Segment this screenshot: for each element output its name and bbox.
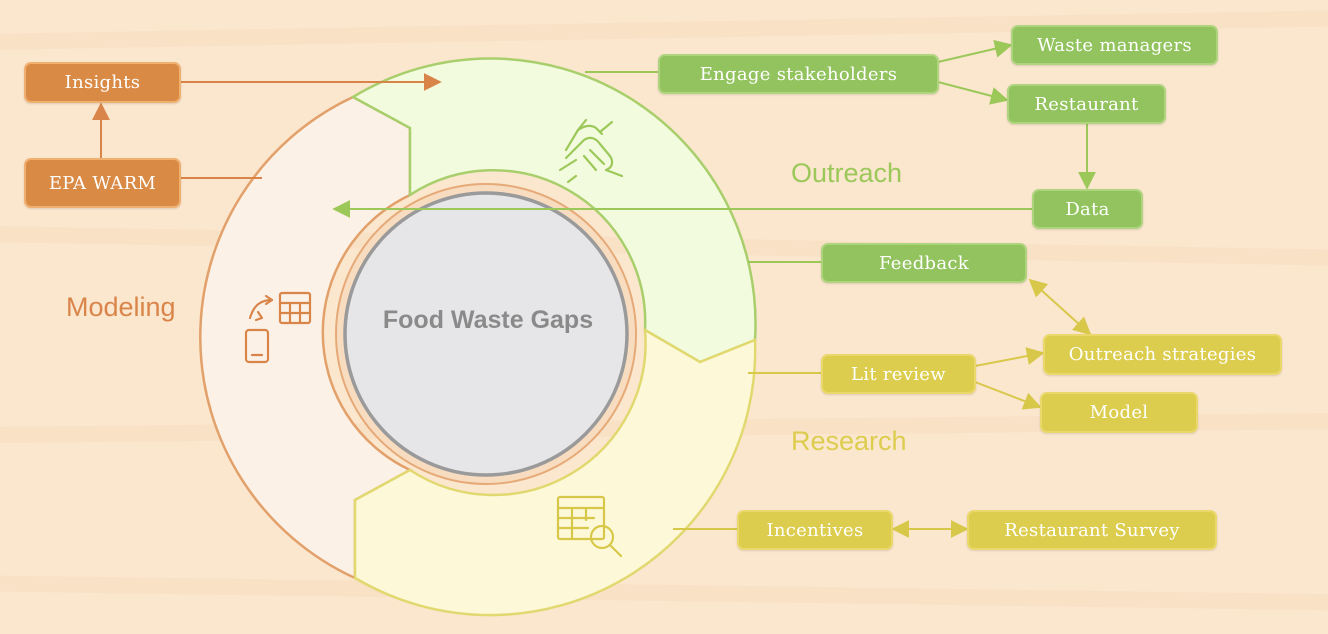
research-segment <box>353 327 757 617</box>
connector-feedback-strategies <box>1028 278 1092 336</box>
node-lit-review: Lit review <box>821 354 976 394</box>
table-search-icon <box>556 495 623 558</box>
node-epa-warm: EPA WARM <box>24 158 181 208</box>
center-circle <box>343 191 629 477</box>
node-outreach-strategies: Outreach strategies <box>1043 334 1282 375</box>
center-title: Food Waste Gaps <box>382 306 594 334</box>
node-model: Model <box>1040 392 1198 433</box>
connector-litreview-to-model <box>974 381 1042 410</box>
connector-litreview-to-strategies <box>974 347 1045 367</box>
section-label-outreach: Outreach <box>791 158 903 188</box>
outreach-segment <box>350 57 757 364</box>
node-data: Data <box>1032 189 1143 229</box>
modeling-segment <box>199 95 413 580</box>
node-incentives: Incentives <box>737 510 893 550</box>
node-restaurant-survey: Restaurant Survey <box>967 510 1217 550</box>
node-insights: Insights <box>24 62 181 103</box>
connector-engage-to-restaurant <box>937 81 1009 105</box>
node-feedback: Feedback <box>821 243 1027 283</box>
connector-engage-to-waste <box>937 39 1013 63</box>
data-transfer-icon <box>244 291 312 364</box>
section-label-modeling: Modeling <box>66 292 176 322</box>
node-restaurant: Restaurant <box>1007 84 1166 124</box>
node-waste-managers: Waste managers <box>1011 25 1218 65</box>
node-engage-stakeholders: Engage stakeholders <box>658 54 939 94</box>
handshake-icon <box>558 118 624 184</box>
section-label-research: Research <box>791 426 907 456</box>
